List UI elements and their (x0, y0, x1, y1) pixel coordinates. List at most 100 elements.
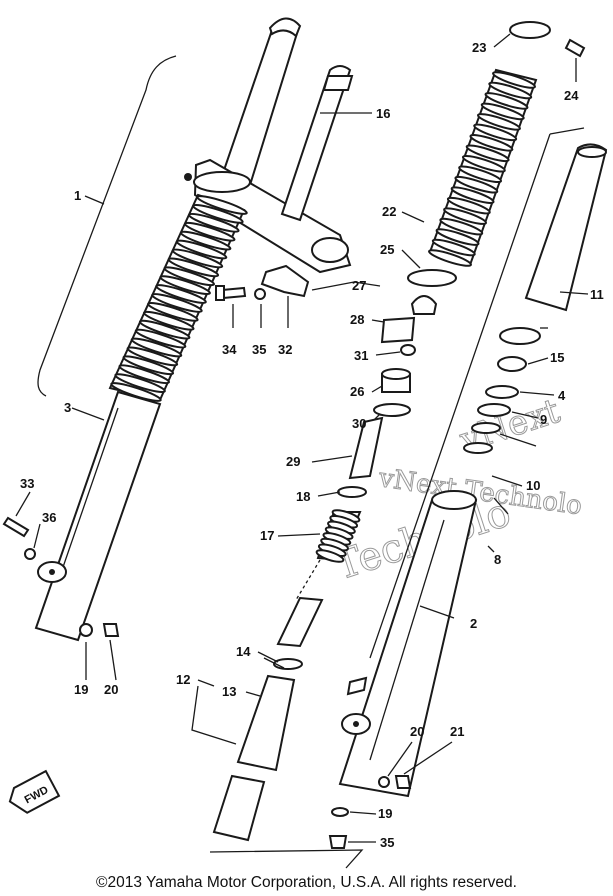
damper-internals (191, 295, 438, 869)
cap-bolt-26 (410, 295, 438, 315)
boot-rib (179, 230, 232, 251)
boot-rib (130, 337, 183, 358)
callout-32: 33 (20, 476, 34, 491)
clip-14 (497, 356, 527, 372)
bolt-33 (220, 286, 247, 300)
boot-21-rib (465, 144, 510, 163)
boot-21-rib (435, 228, 480, 246)
cable-guide (260, 264, 310, 298)
oring-30 (400, 344, 416, 356)
boot-rib (114, 373, 166, 393)
outer-tube-2-top (431, 490, 477, 510)
boot-21-rib (443, 207, 488, 225)
bracket-clamp-right (311, 237, 349, 263)
bolt-33-head (215, 285, 225, 301)
bracket-part-11 (191, 685, 237, 745)
outer-tube-left (34, 390, 162, 642)
spring-coil (315, 549, 345, 563)
drain-bolt-20-right (394, 775, 412, 789)
washer-4 (485, 385, 519, 399)
boot-rib (122, 355, 175, 376)
outer-tube-2-highlight (369, 519, 445, 761)
callout-16: 17 (260, 528, 274, 543)
callout-35-lower: 36 (42, 510, 56, 525)
bracket-right (369, 127, 585, 659)
callout-11: 12 (176, 672, 190, 687)
axle-boss-hole (49, 569, 55, 575)
callout-10: 11 (590, 287, 604, 302)
boot-rib (126, 346, 179, 367)
callout-19-right: 20 (410, 724, 424, 739)
boot-21-rib (473, 123, 518, 142)
band-24 (407, 269, 457, 287)
callout-18: 19 (378, 806, 392, 821)
callout-25: 26 (350, 384, 364, 399)
ring-29 (373, 403, 411, 417)
boot-21-rib (476, 113, 521, 131)
washer-35 (254, 288, 266, 300)
washer-35-lower (24, 548, 36, 560)
callout-34: 35 (380, 835, 394, 850)
fork-boot-ribs (110, 195, 248, 402)
boot-rib (134, 328, 187, 349)
callout-17: 18 (296, 489, 310, 504)
bracket-part-1 (37, 55, 177, 397)
boot-21-rib (492, 71, 536, 89)
boot-21-rib (480, 102, 525, 121)
spring-coils (315, 509, 361, 563)
boot-rib (183, 221, 236, 242)
steering-stem (280, 65, 352, 222)
right-fork-exploded (328, 21, 608, 849)
washer-8 (477, 403, 511, 417)
callout-labels: 1 2 3 4 8 9 10 11 12 13 14 15 16 17 18 1… (20, 40, 604, 850)
callout-24: 25 (380, 242, 394, 257)
fork-exploded-diagram: vNext Technolo vNext Technolo (2, 17, 608, 869)
copyright-notice: ©2013 Yamaha Motor Corporation, U.S.A. A… (96, 874, 517, 891)
boot-rib (171, 248, 224, 269)
boot-21-ribs (428, 71, 536, 267)
callout-20-left: 20 (104, 682, 118, 697)
bracket-bolt (184, 173, 192, 181)
callout-4: 4 (558, 388, 566, 403)
spring-16-lower (276, 596, 324, 648)
bolt-32 (2, 516, 30, 538)
callout-12: 13 (222, 684, 236, 699)
callout-14: 15 (550, 350, 564, 365)
boot-rib (175, 239, 228, 260)
callout-3: 3 (64, 400, 71, 415)
boot-rib (155, 284, 207, 304)
fwd-badge: FWD (8, 769, 61, 814)
callout-19-left: 19 (74, 682, 88, 697)
bracket-part-11-base (209, 849, 364, 869)
bracket-clamp-left (193, 171, 251, 193)
boot-rib (192, 204, 244, 224)
callout-21: 22 (382, 204, 396, 219)
boot-rib (151, 293, 203, 313)
fwd-arrow-icon (8, 769, 61, 814)
boot-rib (188, 212, 240, 233)
outer-tube-2-bracket (346, 676, 368, 696)
callout-13: 14 (236, 644, 251, 659)
boot-21-rib (488, 81, 533, 100)
inner-tube-10 (524, 143, 608, 312)
washer-18 (331, 807, 349, 817)
boot-21-rib (446, 196, 491, 215)
boot-21-rib (439, 217, 484, 236)
callout-26: 27 (352, 278, 366, 293)
callout-20-right: 21 (450, 724, 464, 739)
callout-33: 34 (222, 342, 237, 357)
callout-31: 32 (278, 342, 292, 357)
boot-rib (167, 257, 220, 278)
callout-22: 23 (472, 40, 486, 55)
left-fork-assembly (2, 17, 354, 642)
callout-2: 2 (470, 616, 477, 631)
boot-rib (118, 364, 170, 385)
boot-rib (147, 301, 199, 322)
callout-23: 24 (564, 88, 579, 103)
boot-rib (159, 275, 211, 296)
boot-21-rib (431, 238, 476, 257)
boot-rib (143, 310, 195, 331)
spring-guide-line (295, 559, 321, 601)
boot-21-rib (484, 92, 529, 110)
